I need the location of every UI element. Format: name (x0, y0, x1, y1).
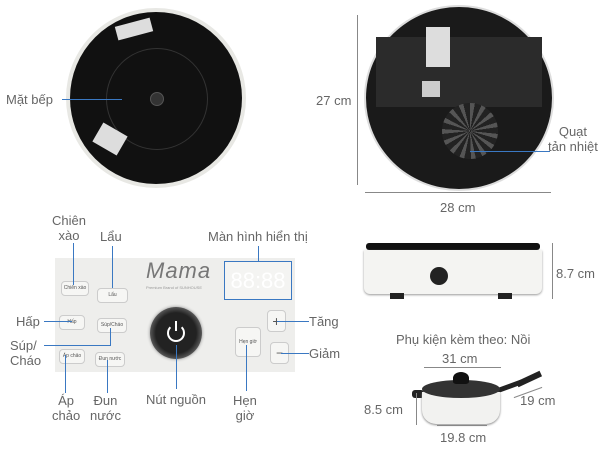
pot-height: 8.5 cm (364, 402, 404, 417)
side-height-dimension: 8.7 cm (556, 266, 596, 281)
callout-hap: Hấp (16, 314, 40, 329)
callout-sup-chao: Súp/ Cháo (10, 338, 42, 368)
power-icon (167, 324, 185, 342)
hap-button[interactable]: Hấp (59, 315, 85, 330)
callout-ap-chao: Áp chảo (52, 393, 81, 423)
callout-tang: Tăng (309, 314, 339, 329)
callout-chien-xao: Chiên xào (52, 213, 86, 243)
hen-gio-button[interactable]: Hẹn giờ (235, 327, 261, 357)
callout-display: Màn hình hiển thị (208, 229, 308, 244)
callout-giam: Giảm (309, 346, 341, 361)
brand-subtitle: Premium Brand of SUNHOUSE (146, 285, 203, 290)
callout-dun-nuoc: Đun nước (90, 393, 121, 423)
height-dimension: 27 cm (316, 93, 352, 108)
display-screen: 88:88 (224, 261, 292, 300)
brand-logo: Mama (146, 258, 212, 283)
fan-icon (442, 103, 498, 159)
label-cooking-surface: Mặt bếp (6, 92, 53, 107)
lau-button[interactable]: Lẩu (97, 288, 128, 303)
pot-image (412, 370, 543, 430)
width-dimension: 28 cm (440, 200, 476, 215)
pot-diameter: 31 cm (442, 351, 478, 366)
sup-chao-button[interactable]: Súp/Cháo (97, 318, 127, 333)
callout-lau: Lẩu (100, 229, 122, 244)
pot-base: 19.8 cm (440, 430, 487, 445)
plus-button[interactable]: + (267, 310, 286, 332)
accessory-title: Phụ kiện kèm theo: Nồi (396, 332, 531, 347)
cooktop-side-view (362, 241, 544, 301)
callout-hen-gio: Hẹn giờ (233, 393, 257, 423)
chien-xao-button[interactable]: Chiên xào (61, 281, 89, 296)
dun-nuoc-button[interactable]: Đun nước (95, 352, 125, 367)
cooktop-bottom-view (364, 5, 554, 191)
label-fan: Quạt tản nhiệt (548, 124, 598, 154)
pot-handle-length: 19 cm (520, 393, 556, 408)
ap-chao-button[interactable]: Áp chảo (59, 349, 85, 364)
cooktop-top-view (66, 8, 246, 188)
minus-button[interactable]: − (270, 342, 289, 364)
callout-power: Nút nguồn (146, 392, 206, 407)
